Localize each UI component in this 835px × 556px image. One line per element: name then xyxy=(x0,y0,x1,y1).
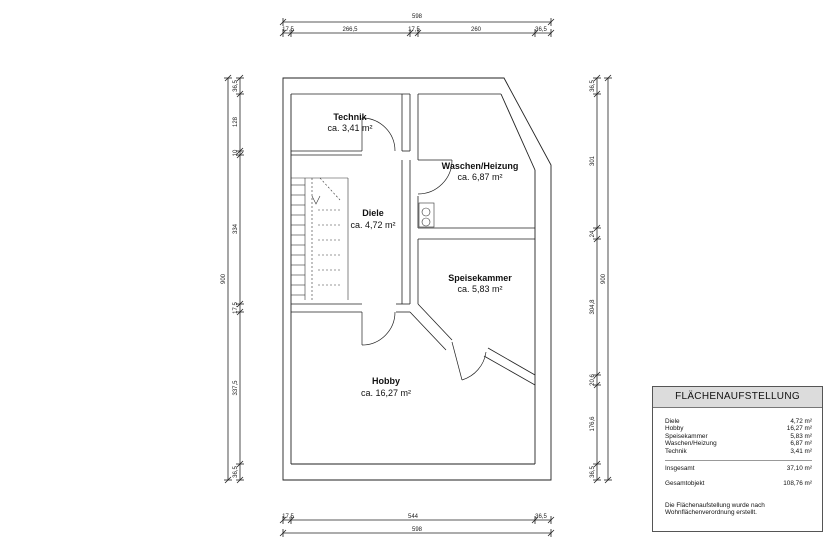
room-area-hobby: ca. 16,27 m² xyxy=(361,388,411,398)
room-name-hobby: Hobby xyxy=(372,376,400,386)
area-row-label: Hobby xyxy=(665,425,684,433)
area-row-value: 6,87 m² xyxy=(790,440,812,448)
room-name-diele: Diele xyxy=(362,208,384,218)
dim-right-segment: 24 xyxy=(590,230,596,237)
note-line: Die Flächenaufstellung wurde nach xyxy=(665,501,765,509)
area-row-label: Speisekammer xyxy=(665,432,708,440)
dim-right-segment: 304,8 xyxy=(590,299,596,315)
area-table-note: Die Flächenaufstellung wurde nach Wohnfl… xyxy=(665,502,812,517)
area-summary-table: FLÄCHENAUFSTELLUNG Diele 4,72 m² Hobby 1… xyxy=(652,386,823,532)
dim-left-segment: 17,5 xyxy=(233,302,239,314)
area-total-value: 37,10 m² xyxy=(786,465,812,473)
dim-left-segment: 36,5 xyxy=(233,466,239,478)
area-row-label: Technik xyxy=(665,447,687,455)
area-table-title: FLÄCHENAUFSTELLUNG xyxy=(653,387,822,408)
dim-left-segment: 36,5 xyxy=(233,80,239,92)
dim-bottom-segment: 17,5 xyxy=(282,514,294,520)
room-area-diele: ca. 4,72 m² xyxy=(350,220,395,230)
dim-right-segment: 36,5 xyxy=(590,80,596,92)
area-row-value: 5,83 m² xyxy=(790,432,812,440)
staircase xyxy=(291,177,349,300)
dim-left-segment: 334 xyxy=(233,223,239,234)
note-line: Wohnflächenverordnung erstellt. xyxy=(665,509,757,517)
area-row: Diele 4,72 m² xyxy=(665,418,812,425)
dim-right-total: 900 xyxy=(601,273,607,284)
area-total-row: Insgesamt 37,10 m² xyxy=(665,465,812,472)
area-row-value: 16,27 m² xyxy=(786,425,812,433)
room-name-waschen-heizung: Waschen/Heizung xyxy=(442,161,519,171)
room-area-speisekammer: ca. 5,83 m² xyxy=(457,284,502,294)
outer-walls xyxy=(282,77,552,481)
dim-bottom-segment: 544 xyxy=(408,514,419,520)
area-total-label: Insgesamt xyxy=(665,465,695,473)
dim-right-segment: 36,5 xyxy=(590,466,596,478)
dim-right-segment: 176,6 xyxy=(590,416,596,432)
room-name-speisekammer: Speisekammer xyxy=(448,273,512,283)
divider xyxy=(665,460,812,462)
interior-walls xyxy=(291,93,536,386)
area-row-label: Waschen/Heizung xyxy=(665,440,717,448)
dim-bottom-total: 598 xyxy=(412,527,423,533)
fixtures xyxy=(418,202,435,228)
area-row-value: 4,72 m² xyxy=(790,418,812,425)
room-area-waschen-heizung: ca. 6,87 m² xyxy=(457,172,502,182)
area-object-label: Gesamtobjekt xyxy=(665,480,705,488)
area-row: Technik 3,41 m² xyxy=(665,448,812,455)
room-name-technik: Technik xyxy=(333,112,367,122)
dim-bottom-segment: 36,5 xyxy=(535,514,547,520)
area-row-value: 3,41 m² xyxy=(790,447,812,455)
area-row-label: Diele xyxy=(665,418,680,425)
area-row: Waschen/Heizung 6,87 m² xyxy=(665,440,812,447)
dim-top-segment: 36,5 xyxy=(535,27,547,33)
area-object-value: 108,76 m² xyxy=(783,480,812,488)
dim-top-segment: 17,5 xyxy=(408,27,420,33)
dim-left-segment: 128 xyxy=(233,116,239,127)
dim-right-segment: 20,6 xyxy=(590,374,596,386)
room-area-technik: ca. 3,41 m² xyxy=(327,123,372,133)
dim-left-total: 900 xyxy=(221,273,227,284)
area-object-row: Gesamtobjekt 108,76 m² xyxy=(665,480,812,487)
dim-top-segment: 260 xyxy=(471,27,482,33)
dim-top-segment: 17,5 xyxy=(282,27,294,33)
area-row: Hobby 16,27 m² xyxy=(665,425,812,432)
dim-right-segment: 301 xyxy=(590,155,596,166)
dim-top-total: 598 xyxy=(412,14,423,20)
area-row: Speisekammer 5,83 m² xyxy=(665,433,812,440)
dim-top-segment: 266,5 xyxy=(342,27,358,33)
dim-left-segment: 10 xyxy=(233,149,239,156)
dim-left-segment: 337,5 xyxy=(233,380,239,396)
doors xyxy=(361,117,487,381)
